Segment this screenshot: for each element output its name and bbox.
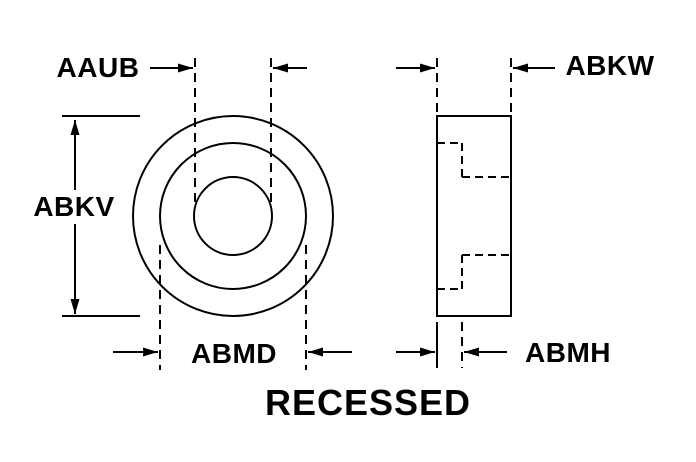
side-view <box>436 115 512 317</box>
front-view-outer-circle <box>132 115 334 317</box>
side-view-outline <box>436 115 512 317</box>
hidden-line-bottom-recess <box>437 254 511 290</box>
dimension-label-abkw: ABKW <box>565 50 655 81</box>
dimension-arrows <box>70 63 555 357</box>
hidden-line-top-recess <box>437 142 511 178</box>
extension-lines-solid <box>62 115 438 368</box>
front-view <box>132 115 334 317</box>
dimension-label-abmd: ABMD <box>191 338 277 369</box>
dimension-label-abmh: ABMH <box>525 337 611 368</box>
diagram-title: RECESSED <box>264 382 472 423</box>
front-view-recess-circle <box>159 142 307 290</box>
front-view-hole-circle <box>193 176 273 256</box>
dimension-label-abkv: ABKV <box>29 190 119 224</box>
dimension-label-aaub: AAUB <box>56 52 140 83</box>
extension-lines-dashed <box>159 58 512 370</box>
side-view-hidden-lines <box>437 142 511 290</box>
